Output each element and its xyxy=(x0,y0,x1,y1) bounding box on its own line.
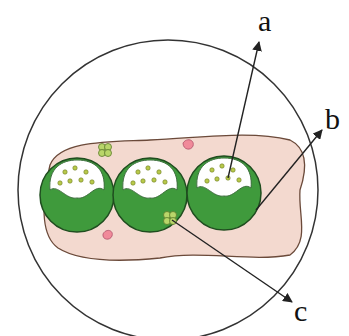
field-of-view xyxy=(18,40,318,336)
pink-particle xyxy=(103,140,193,239)
callout-letter: b xyxy=(325,104,340,134)
cells xyxy=(40,156,261,232)
clover-particle xyxy=(99,144,177,225)
callout-letter: a xyxy=(258,6,271,36)
leader-lines xyxy=(172,42,322,302)
granules xyxy=(58,164,241,185)
callout-letter: c xyxy=(294,296,307,326)
